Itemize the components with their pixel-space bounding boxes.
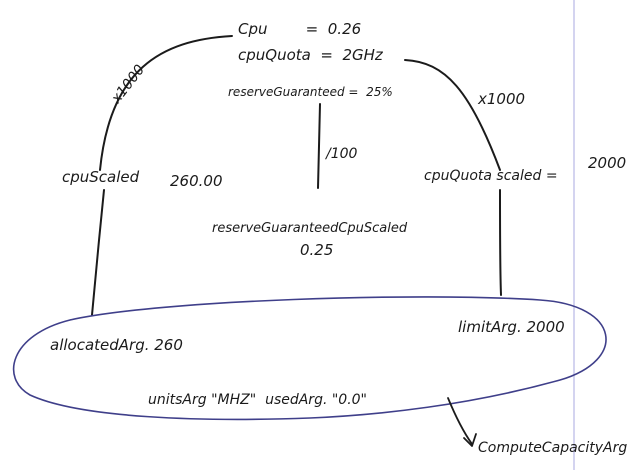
right-down-line [499, 189, 502, 296]
left-down-line [91, 189, 105, 316]
right-scale-arc [404, 59, 501, 171]
right-scale-label: x1000 [477, 90, 525, 108]
cpu-quota-scaled-value: 2000 [588, 154, 626, 172]
reserve-guaranteed-cpu-scaled-value: 0.25 [300, 241, 333, 259]
cpu-quota-scaled-label: cpuQuota scaled = [424, 168, 558, 184]
compute-capacity-arg: ComputeCapacityArg [478, 440, 627, 456]
left-scale-label: x1000 [108, 62, 148, 107]
units-used-arg: unitsArg "MHZ" usedArg. "0.0" [148, 392, 367, 408]
left-scale-arc [99, 35, 233, 171]
args-ellipse [12, 296, 607, 421]
cpu-equation: Cpu = 0.26 [238, 20, 361, 38]
output-arrowhead [463, 433, 477, 447]
reserve-guaranteed-equation: reserveGuaranteed = 25% [228, 85, 393, 99]
cpu-scaled-label: cpuScaled [62, 168, 140, 186]
cpu-quota-equation: cpuQuota = 2GHz [238, 46, 384, 64]
limit-arg: limitArg. 2000 [458, 318, 565, 336]
reserve-guaranteed-cpu-scaled-label: reserveGuaranteedCpuScaled [212, 221, 408, 236]
allocated-arg: allocatedArg. 260 [50, 336, 183, 354]
center-scale-line [317, 103, 321, 189]
cpu-scaled-value: 260.00 [170, 172, 223, 190]
output-arrow [447, 397, 473, 445]
center-scale-label: /100 [324, 146, 358, 162]
